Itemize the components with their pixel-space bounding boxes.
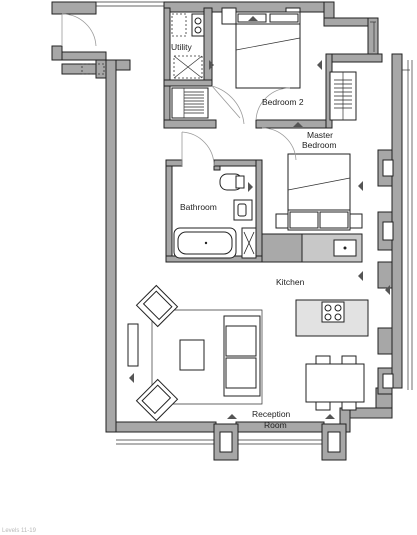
footer-levels: Levels 11-19 xyxy=(2,528,37,534)
column-bays xyxy=(213,149,394,461)
entrance-door[interactable] xyxy=(61,13,97,47)
utility-room: Utility xyxy=(171,13,209,119)
room-label-reception-line2: Room xyxy=(264,420,287,430)
kitchen: Kitchen xyxy=(261,233,369,337)
interior-walls xyxy=(163,7,333,263)
room-label-reception-line1: Reception xyxy=(252,409,291,419)
room-label-kitchen: Kitchen xyxy=(276,277,305,287)
windows xyxy=(96,1,413,445)
utility-door[interactable] xyxy=(211,85,245,125)
master-bedroom: Master Bedroom xyxy=(261,127,363,231)
room-label-master-line2: Bedroom xyxy=(302,140,337,150)
room-label-utility: Utility xyxy=(171,42,193,52)
room-label-bedroom-2: Bedroom 2 xyxy=(262,97,304,107)
bedroom-2: Bedroom 2 xyxy=(221,7,357,121)
view-arrows xyxy=(129,16,390,419)
room-label-bathroom: Bathroom xyxy=(180,202,217,212)
room-label-master-line1: Master xyxy=(307,130,333,140)
reception-room: Reception Room xyxy=(127,284,365,430)
bathroom: Bathroom xyxy=(173,131,257,259)
entry-cupboard xyxy=(61,63,105,75)
